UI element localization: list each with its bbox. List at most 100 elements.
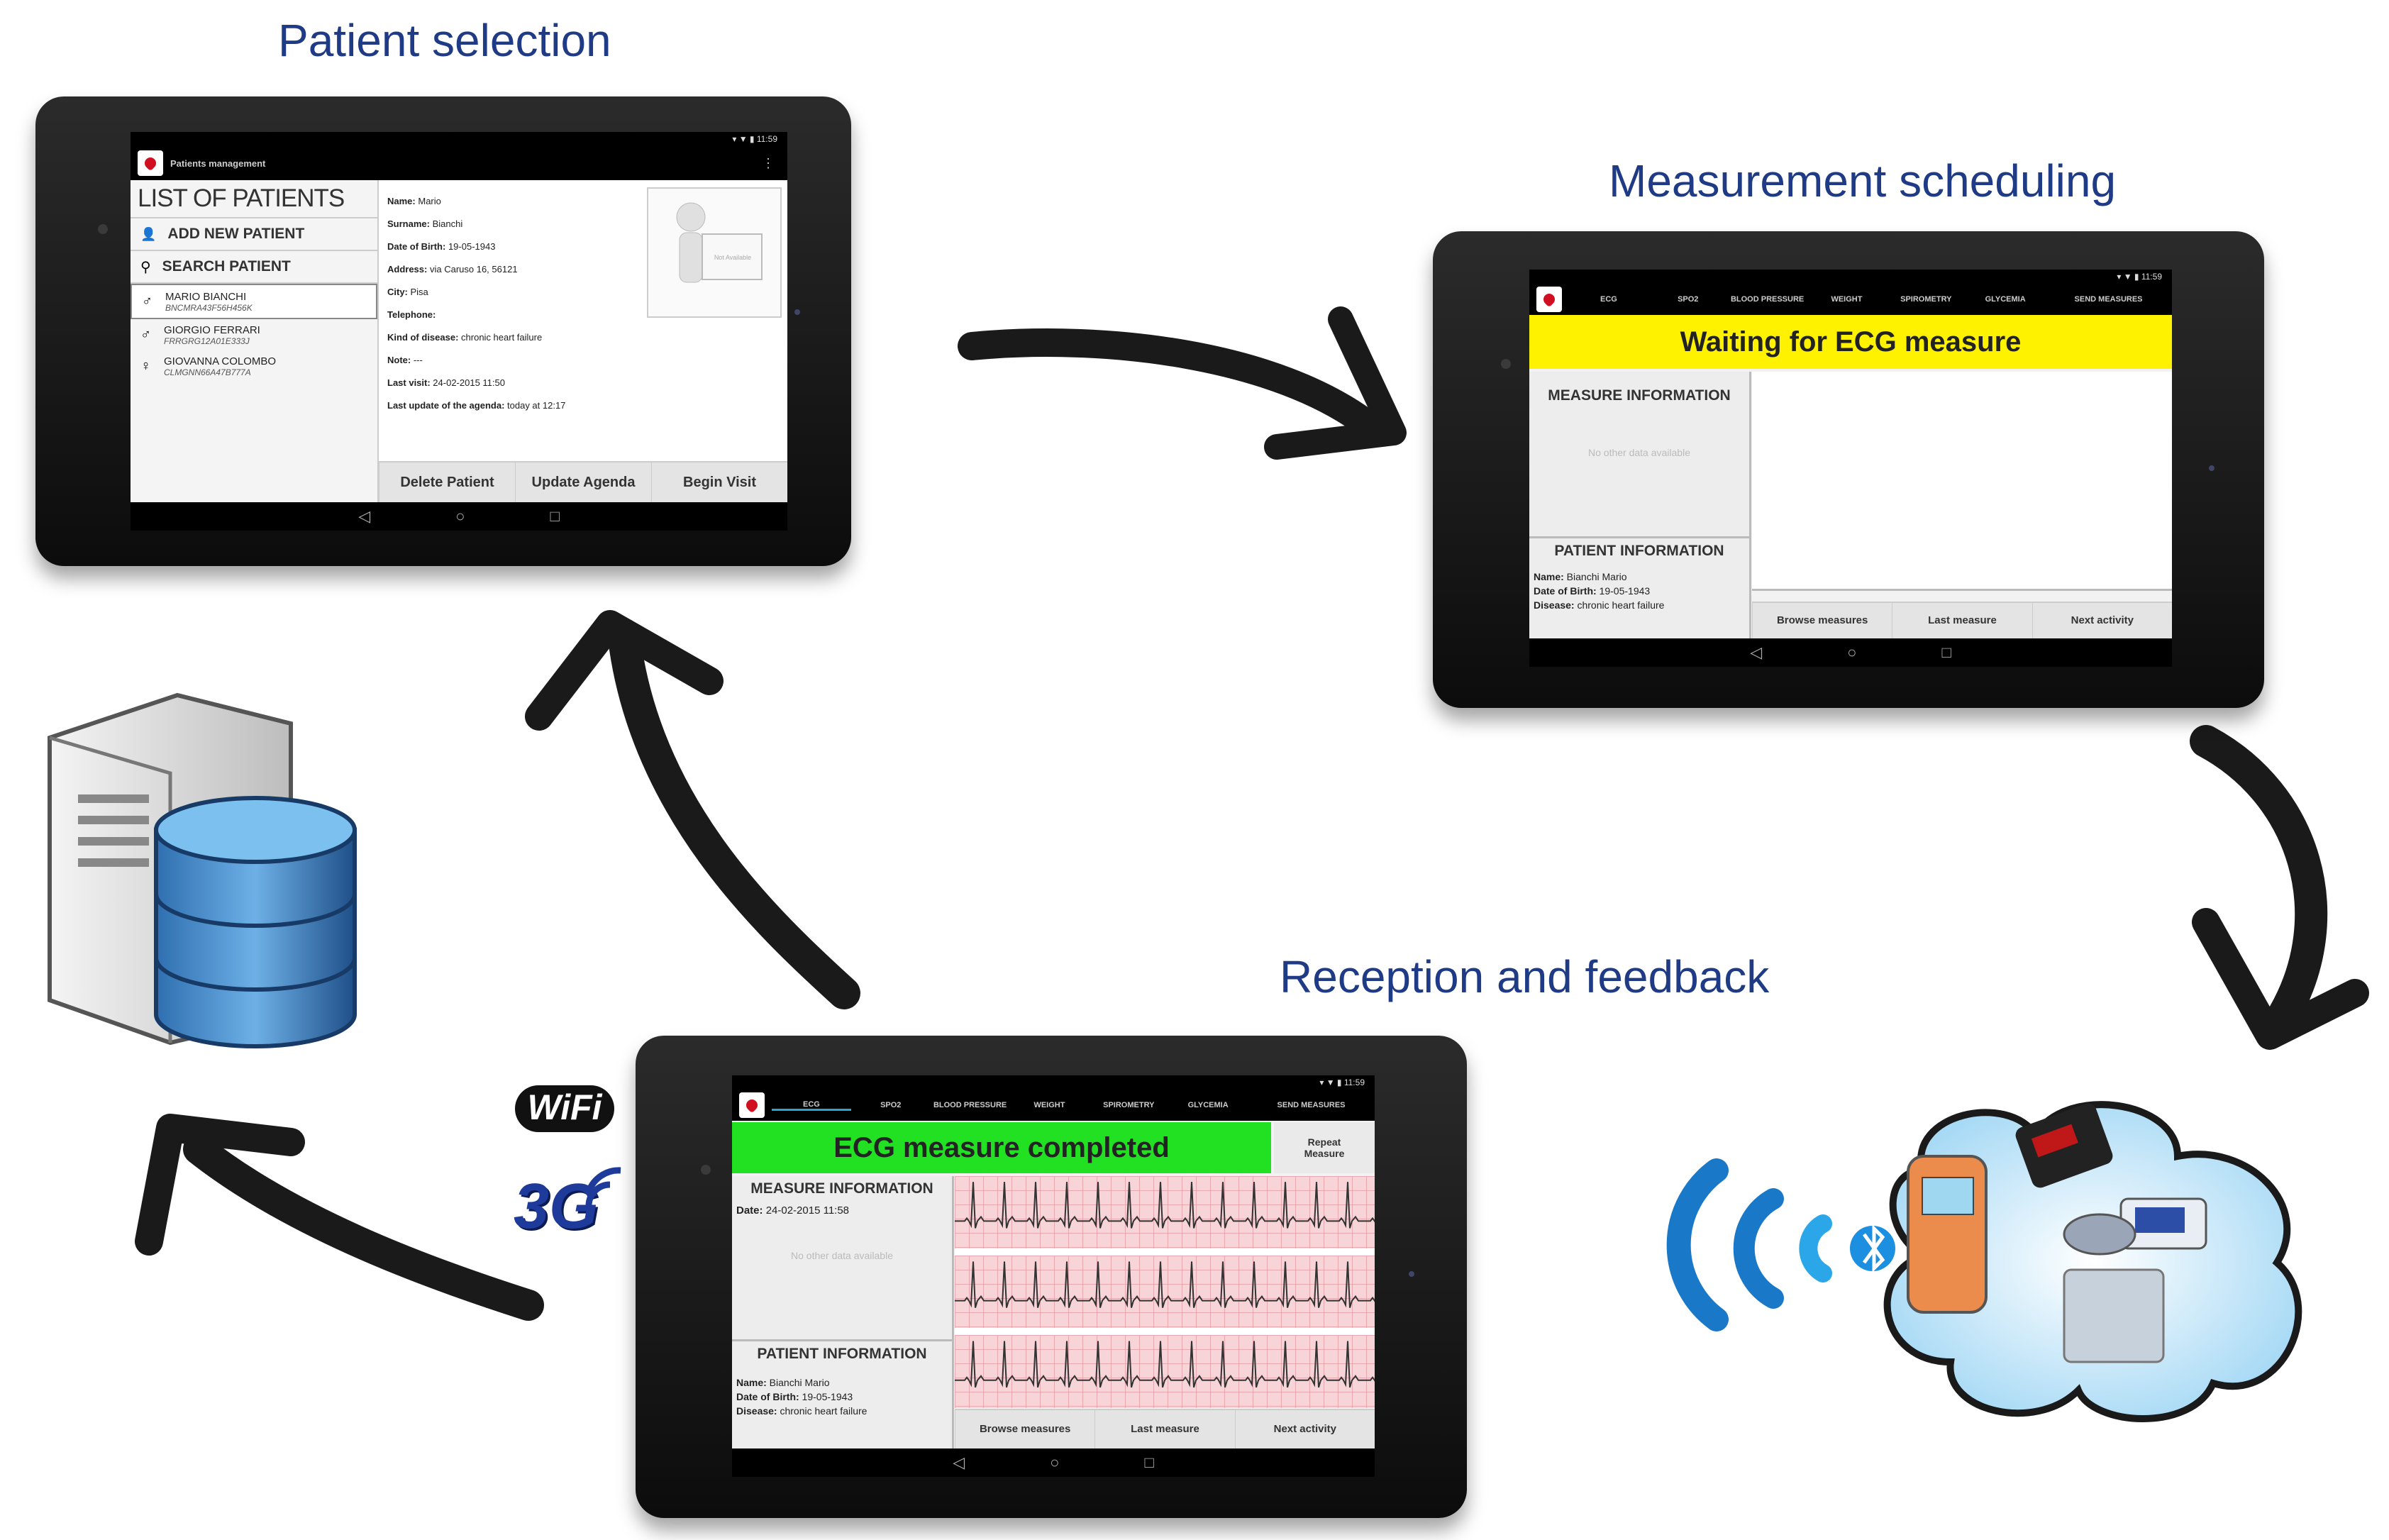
info-value: Bianchi Mario xyxy=(766,1377,830,1388)
recents-icon[interactable]: □ xyxy=(550,507,560,525)
ecg-lead-1 xyxy=(955,1182,1375,1229)
completed-banner: ECG measure completed xyxy=(732,1122,1271,1173)
tab-send-measures[interactable]: SEND MEASURES xyxy=(2074,295,2143,304)
tab-blood-pressure[interactable]: BLOOD PRESSURE xyxy=(933,1101,1007,1109)
next-activity-button[interactable]: Next activity xyxy=(1234,1410,1375,1448)
caption-patient-selection: Patient selection xyxy=(278,15,611,66)
next-activity-button[interactable]: Next activity xyxy=(2032,603,2172,638)
patient-photo: Not Available xyxy=(647,187,782,318)
tablet-patient-selection: ▾ ▼ ▮ 11:59 Patients management ⋮ LIST O… xyxy=(35,96,851,566)
patient-item[interactable]: ♀ GIOVANNA COLOMBO CLMGNN66A47B777A xyxy=(131,350,377,382)
patient-item[interactable]: ♂ MARIO BIANCHI BNCMRA43F56H456K xyxy=(131,284,377,319)
ecg-strip-2 xyxy=(955,1256,1375,1329)
measure-nav-buttons: Browse measures Last measure Next activi… xyxy=(1752,602,2172,638)
info-value: 24-02-2015 11:50 xyxy=(430,377,505,388)
info-row: Note: --- xyxy=(387,349,779,372)
info-row: Date of Birth: 19-05-1943 xyxy=(736,1390,948,1404)
ecg-chart-area xyxy=(955,1176,1375,1410)
search-icon: ⚲ xyxy=(140,259,151,275)
info-value: chronic heart failure xyxy=(1574,599,1665,611)
info-label: Last visit: xyxy=(387,377,431,388)
waiting-banner: Waiting for ECG measure xyxy=(1529,315,2172,369)
arrow-to-patient-selection xyxy=(608,622,860,1009)
tablet-reception-feedback: ▾ ▼ ▮ 11:59 ECG SpO2 BLOOD PRESSURE WEIG… xyxy=(636,1036,1467,1518)
measure-tabs: ECG SpO2 BLOOD PRESSURE WEIGHT SPIROMETR… xyxy=(732,1090,1375,1121)
tab-weight[interactable]: WEIGHT xyxy=(1033,1101,1065,1109)
patient-item[interactable]: ♂ GIORGIO FERRARI FRRGRG12A01E333J xyxy=(131,319,377,350)
add-new-patient-label: ADD NEW PATIENT xyxy=(167,226,305,242)
status-bar: ▾ ▼ ▮ 11:59 xyxy=(131,132,787,146)
patient-list-panel: LIST OF PATIENTS 👤 ADD NEW PATIENT ⚲ SEA… xyxy=(131,180,379,502)
last-measure-button[interactable]: Last measure xyxy=(1094,1410,1234,1448)
back-icon[interactable]: ◁ xyxy=(358,507,371,525)
delete-patient-button[interactable]: Delete Patient xyxy=(379,462,515,502)
patient-code: FRRGRG12A01E333J xyxy=(164,336,250,346)
repeat-measure-button[interactable]: Repeat Measure xyxy=(1274,1122,1375,1173)
tab-blood-pressure[interactable]: BLOOD PRESSURE xyxy=(1730,295,1805,304)
threeg-badge-text: 3G xyxy=(514,1171,599,1242)
no-data-text: No other data available xyxy=(1588,447,1690,458)
tab-spirometry[interactable]: SPIROMETRY xyxy=(1103,1101,1155,1109)
measure-info-title: MEASURE INFORMATION xyxy=(750,1180,933,1197)
status-bar: ▾ ▼ ▮ 11:59 xyxy=(732,1075,1375,1090)
info-label: Address: xyxy=(387,264,428,275)
tablet-measurement-scheduling: ▾ ▼ ▮ 11:59 ECG SpO2 BLOOD PRESSURE WEIG… xyxy=(1433,231,2264,708)
arrow-to-server-head xyxy=(135,1114,305,1256)
overflow-menu-icon[interactable]: ⋮ xyxy=(762,155,775,170)
home-icon[interactable]: ○ xyxy=(455,507,465,525)
search-patient-button[interactable]: ⚲ SEARCH PATIENT xyxy=(131,251,377,284)
patient-action-buttons: Delete Patient Update Agenda Begin Visit xyxy=(379,461,787,502)
tab-weight[interactable]: WEIGHT xyxy=(1831,295,1863,304)
measure-info-panel: MEASURE INFORMATION No other data availa… xyxy=(1529,372,1751,536)
android-nav-bar: ◁ ○ □ xyxy=(732,1448,1375,1477)
ecg-strip-3 xyxy=(955,1335,1375,1408)
begin-visit-button[interactable]: Begin Visit xyxy=(651,462,787,502)
tab-glycemia[interactable]: GLYCEMIA xyxy=(1985,295,2026,304)
info-label: Name: xyxy=(387,196,416,206)
back-icon[interactable]: ◁ xyxy=(953,1453,965,1471)
tab-ecg[interactable]: ECG xyxy=(1600,295,1617,304)
tab-spirometry[interactable]: SPIROMETRY xyxy=(1900,295,1952,304)
home-icon[interactable]: ○ xyxy=(1050,1453,1060,1471)
home-icon[interactable]: ○ xyxy=(1847,643,1857,661)
browse-measures-button[interactable]: Browse measures xyxy=(1752,603,1892,638)
recents-icon[interactable]: □ xyxy=(1144,1453,1154,1471)
back-icon[interactable]: ◁ xyxy=(1750,643,1763,661)
server-icon xyxy=(48,692,357,1048)
ecg-lead-2 xyxy=(955,1261,1375,1308)
signal-arcs-icon xyxy=(585,1167,621,1207)
info-value: Pisa xyxy=(407,287,428,297)
info-label: Note: xyxy=(387,355,411,365)
update-agenda-button[interactable]: Update Agenda xyxy=(515,462,651,502)
person-placeholder-icon xyxy=(676,202,763,283)
last-measure-button[interactable]: Last measure xyxy=(1892,603,2032,638)
medical-devices-cloud-icon xyxy=(1666,1101,2302,1422)
tab-spo2[interactable]: SpO2 xyxy=(1678,295,1699,304)
tab-send-measures[interactable]: SEND MEASURES xyxy=(1277,1101,1346,1109)
info-value: Bianchi xyxy=(429,218,463,229)
tab-spo2[interactable]: SpO2 xyxy=(880,1101,902,1109)
info-label: Last update of the agenda: xyxy=(387,400,505,411)
app-logo-icon xyxy=(739,1092,765,1118)
photo-caption: Not Available xyxy=(714,254,752,261)
android-nav-bar: ◁ ○ □ xyxy=(131,502,787,531)
ecg-lead-3 xyxy=(955,1341,1375,1388)
add-new-patient-button[interactable]: 👤 ADD NEW PATIENT xyxy=(131,218,377,251)
tab-ecg[interactable]: ECG xyxy=(772,1100,851,1111)
info-row: Name: Bianchi Mario xyxy=(1534,570,1745,584)
screen-measurement-completed: ▾ ▼ ▮ 11:59 ECG SpO2 BLOOD PRESSURE WEIG… xyxy=(732,1075,1375,1477)
app-bar-title: Patients management xyxy=(170,157,266,169)
arrow-to-scheduling-head xyxy=(1264,306,1407,460)
database-icon xyxy=(154,796,357,1048)
threeg-badge: 3G xyxy=(514,1163,634,1256)
measure-chart-area xyxy=(1752,372,2172,591)
browse-measures-button[interactable]: Browse measures xyxy=(955,1410,1094,1448)
caption-reception-feedback: Reception and feedback xyxy=(1280,951,1770,1002)
tab-glycemia[interactable]: GLYCEMIA xyxy=(1187,1101,1229,1109)
measure-nav-buttons: Browse measures Last measure Next activi… xyxy=(955,1409,1375,1448)
recents-icon[interactable]: □ xyxy=(1941,643,1951,661)
